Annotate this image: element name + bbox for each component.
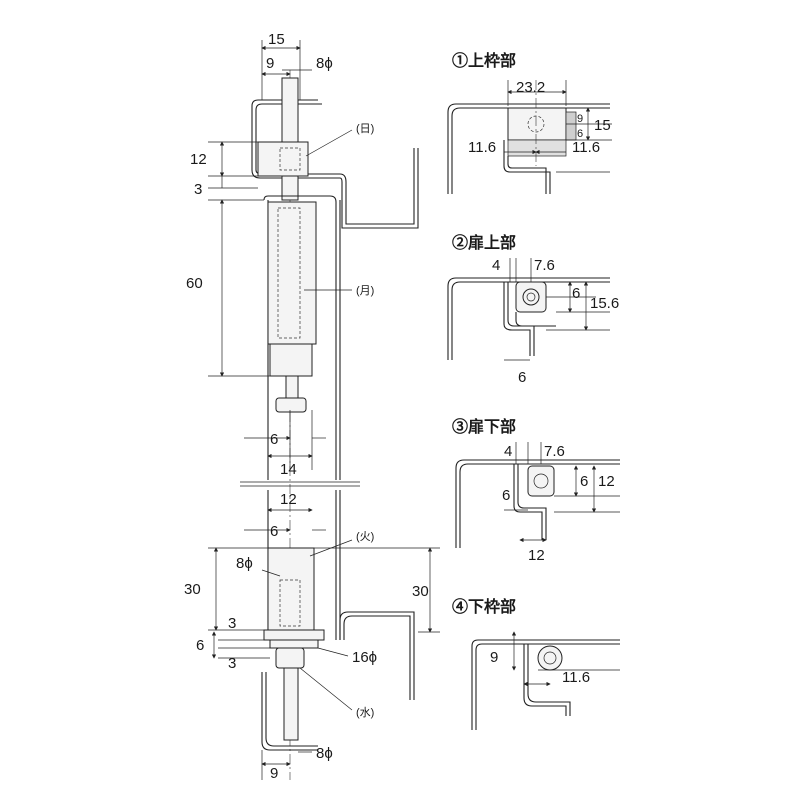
washer — [263, 629, 325, 641]
view-4: ④下枠部 9 11.6 — [452, 597, 620, 730]
main-body — [267, 201, 317, 345]
view-2-dim-d: 15.6 — [590, 295, 619, 312]
label-fire: (火) — [356, 531, 374, 543]
dim-14: 14 — [280, 461, 297, 478]
view-1-dim-total: 15 — [594, 117, 611, 134]
view-3-title: ③扉下部 — [452, 417, 516, 436]
view-1-dim-b: 6 — [577, 128, 583, 140]
view-1-dim-a: 9 — [577, 113, 583, 125]
view-1-dim-left: 11.6 — [468, 139, 496, 156]
view-3-dim-a: 4 — [504, 443, 512, 460]
dim-30-left: 30 — [184, 581, 201, 598]
view-3-block — [527, 465, 555, 497]
view-2-dim-c: 6 — [572, 285, 580, 302]
lower-block — [267, 547, 315, 631]
view-3: ③扉下部 4 7.6 6 12 6 12 — [452, 417, 620, 564]
dim-60: 60 — [186, 275, 203, 292]
dim-12-mid: 12 — [280, 491, 297, 508]
view-3-dim-d: 12 — [598, 473, 615, 490]
view-3-dim-c: 6 — [580, 473, 588, 490]
view-3-dim-b: 7.6 — [544, 443, 565, 460]
view-2-title: ②扉上部 — [452, 233, 516, 252]
view-1-block — [507, 107, 567, 141]
label-water: (水) — [356, 706, 374, 719]
dim-12-top: 12 — [190, 151, 207, 168]
label-sun: (日) — [356, 123, 374, 135]
main-elevation: 15 9 8ϕ 12 3 60 6 14 12 6 8ϕ — [184, 31, 440, 782]
dim-8-dia-low: 8ϕ — [236, 555, 253, 572]
view-1: ①上枠部 23.2 9 6 15 11.6 11.6 — [447, 51, 612, 194]
top-block — [257, 141, 309, 177]
view-2-dim-bottom: 6 — [518, 369, 526, 386]
view-2-dim-b: 7.6 — [534, 257, 555, 274]
dim-6-mid: 6 — [270, 431, 278, 448]
view-2-dim-a: 4 — [492, 257, 500, 274]
view-3-dim-bottom: 12 — [528, 547, 545, 564]
dim-top-offset: 9 — [266, 55, 274, 72]
dim-3-a: 3 — [228, 615, 236, 632]
top-pin — [281, 77, 299, 147]
view-1-dim-width: 23.2 — [516, 79, 545, 96]
view-3-dim-left: 6 — [502, 487, 510, 504]
dim-30-right: 30 — [412, 583, 429, 600]
view-2: ②扉上部 4 7.6 6 15.6 6 — [447, 233, 619, 386]
dim-3-top: 3 — [194, 181, 202, 198]
view-1-dim-right: 11.6 — [572, 139, 600, 156]
label-moon: (月) — [356, 285, 374, 297]
bottom-pin — [283, 667, 299, 741]
dim-3-c: 3 — [228, 655, 236, 672]
view-4-title: ④下枠部 — [452, 597, 516, 616]
view-4-dim-a: 9 — [490, 649, 498, 666]
dim-bottom-offset: 9 — [270, 765, 278, 782]
view-4-dim-b: 11.6 — [562, 669, 590, 686]
dim-top-diameter: 8ϕ — [316, 55, 333, 72]
view-4-pin — [537, 645, 563, 671]
dim-bottom-diameter: 8ϕ — [316, 745, 333, 762]
dim-6-b: 6 — [196, 637, 204, 654]
dim-top-width: 15 — [268, 31, 285, 48]
dim-6-low: 6 — [270, 523, 278, 540]
dim-16-dia: 16ϕ — [352, 649, 377, 666]
view-1-title: ①上枠部 — [452, 51, 516, 70]
